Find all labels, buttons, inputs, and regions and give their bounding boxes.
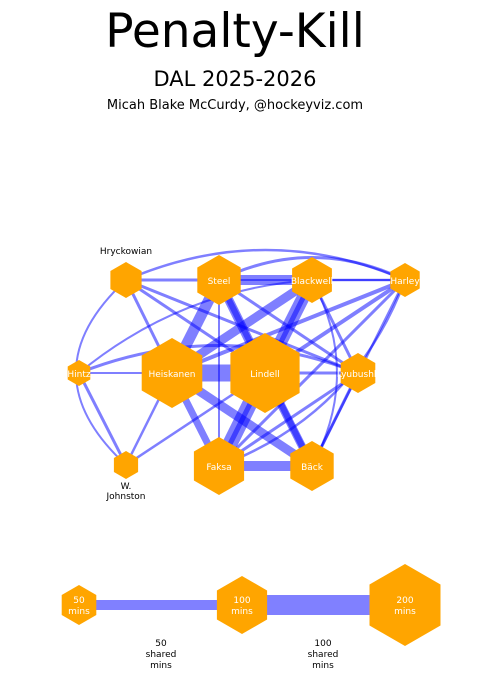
node-label-blackwell: Blackwell [291, 277, 333, 287]
chart-subtitle: DAL 2025-2026 [153, 67, 317, 91]
node-label-hryckowian: Hryckowian [100, 247, 152, 257]
node-steel [197, 255, 241, 305]
node-heiskanen [141, 338, 203, 408]
node-label-hintz: Hintz [67, 370, 91, 380]
edge-steel-lyubushkin [218, 278, 359, 375]
edge-blackwell-back [311, 279, 338, 467]
node-blackwell [292, 257, 332, 303]
node-label-wjohnston: W.Johnston [106, 482, 146, 502]
node-label-faksa: Faksa [206, 463, 231, 473]
legend-node-2 [216, 576, 268, 634]
legend-node-1 [61, 585, 97, 625]
node-label-steel: Steel [208, 277, 231, 287]
chart-byline: Micah Blake McCurdy, @hockeyviz.com [106, 98, 364, 113]
node-faksa [193, 437, 245, 495]
node-harley [390, 263, 420, 297]
node-hryckowian [110, 262, 142, 298]
node-label-heiskanen: Heiskanen [148, 370, 195, 380]
edge-hintz-blackwell [78, 279, 313, 374]
edge-hintz-wjohnston [77, 372, 128, 466]
chart-title: Penalty-Kill [105, 4, 365, 59]
node-label-lindell: Lindell [250, 370, 279, 380]
node-lindell [230, 333, 300, 413]
edge-hintz-lyubushkin [78, 344, 359, 375]
node-wjohnston [113, 451, 139, 479]
node-label-back: Bäck [301, 463, 324, 473]
node-label-harley: Harley [390, 277, 420, 287]
node-label-lyubushkin: Lyubushk [337, 370, 380, 380]
legend-node-3 [369, 564, 441, 646]
edge-hryckowian-lyubushkin [125, 278, 359, 375]
node-lyubushkin [340, 353, 376, 393]
edge-faksa-harley [218, 279, 407, 468]
node-back [290, 441, 334, 491]
node-hintz [67, 360, 91, 386]
node-layer [67, 255, 420, 495]
